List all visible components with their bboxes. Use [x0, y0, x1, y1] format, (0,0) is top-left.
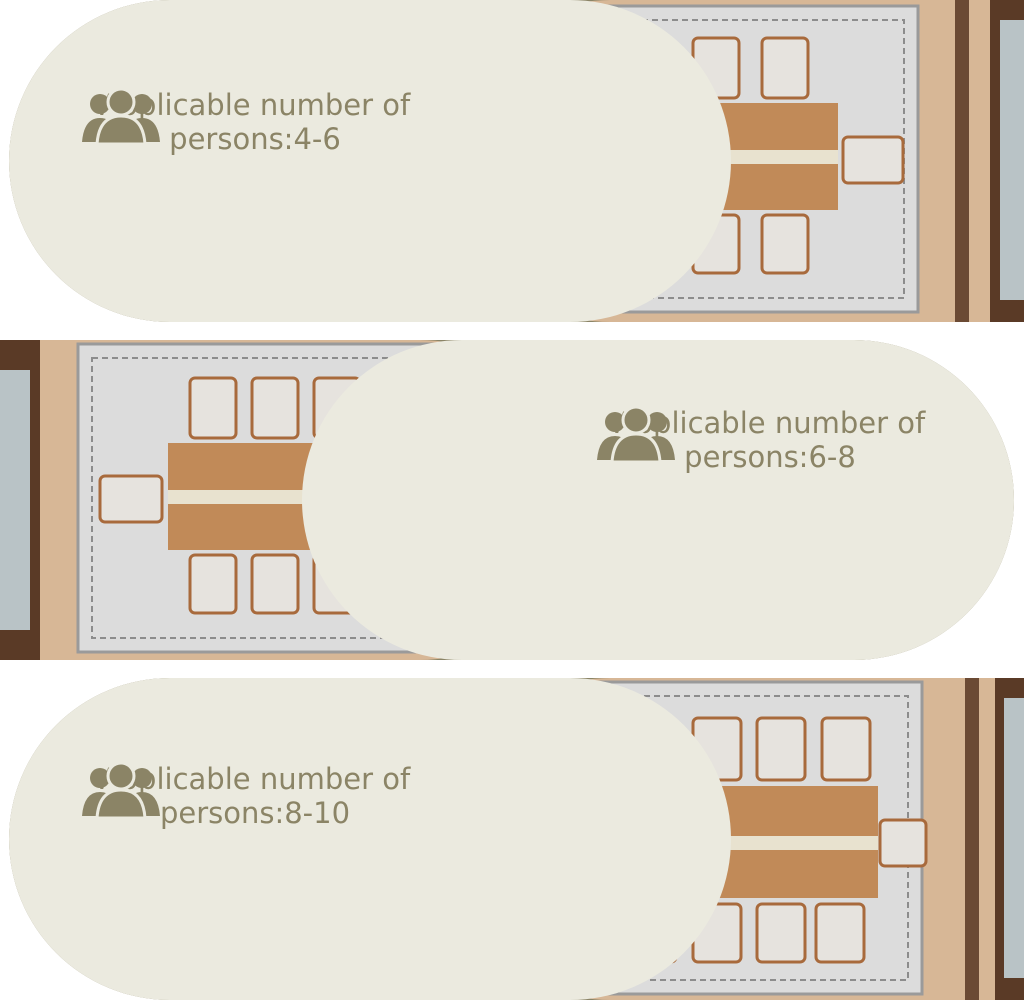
- people-group-icon: [82, 88, 160, 144]
- label-line-2: persons:4-6: [169, 122, 341, 156]
- people-group-icon: [597, 406, 675, 462]
- people-group-icon: [82, 762, 160, 818]
- panel-8-10-graphic: [9, 678, 1024, 1000]
- panel-6-8: Applicable number of persons:6-8: [0, 340, 1024, 660]
- label-pill: [9, 678, 731, 1000]
- label-line-2: persons:6-8: [684, 440, 856, 474]
- label-pill: [9, 0, 731, 322]
- panel-8-10: Applicable number of persons:8-10: [0, 678, 1024, 1000]
- panel-6-8-graphic: [0, 340, 1014, 660]
- panel-4-6: Applicable number of persons:4-6: [0, 0, 1024, 322]
- label-8-10: Applicable number of persons:8-10: [80, 762, 430, 830]
- label-4-6: Applicable number of persons:4-6: [80, 88, 430, 156]
- label-line-2: persons:8-10: [159, 796, 351, 830]
- label-6-8: Applicable number of persons:6-8: [595, 406, 945, 474]
- panel-4-6-graphic: [9, 0, 1024, 322]
- label-pill: [302, 340, 1014, 660]
